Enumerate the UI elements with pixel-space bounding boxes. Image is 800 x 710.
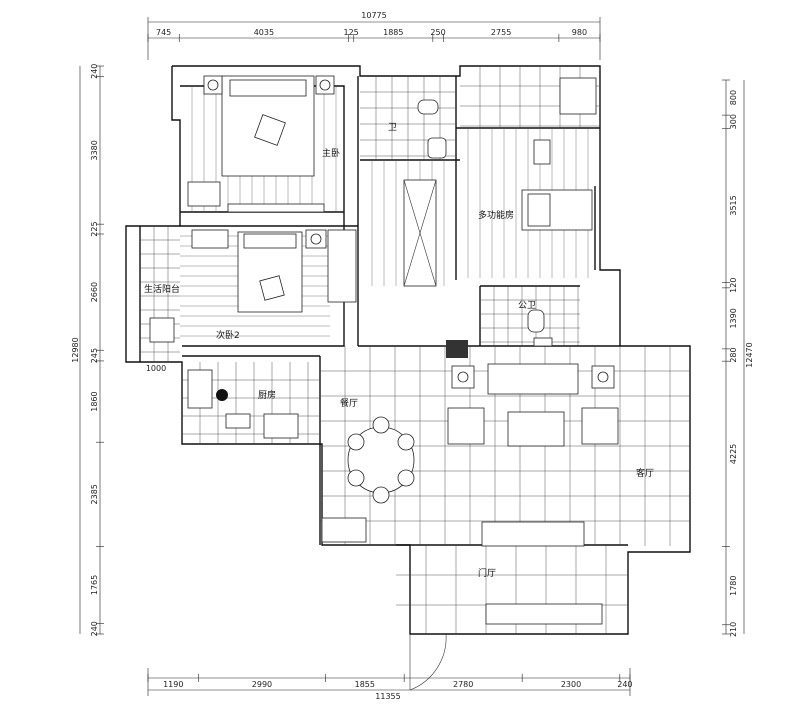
label-second-bedroom: 次卧2	[216, 329, 240, 341]
label-living: 客厅	[636, 467, 654, 479]
left-dimensions: 12980 240 3380 225 2660 245 1860 2385 1765 240 1…	[71, 64, 180, 636]
dim-bottom-5: 240	[617, 680, 632, 689]
dim-left-0: 240	[90, 64, 99, 79]
dim-top-6: 980	[572, 28, 587, 37]
dim-right-7: 1780	[729, 576, 738, 596]
label-study: 多功能房	[478, 209, 514, 221]
label-master-bedroom: 主卧	[322, 147, 340, 159]
dim-left-total: 12980	[71, 337, 80, 362]
furniture	[149, 75, 619, 691]
dim-left-7: 1765	[90, 575, 99, 595]
dim-top-3: 1885	[383, 28, 403, 37]
dim-top-total: 10775	[361, 11, 386, 20]
room-labels: 主卧 卫 多功能房 生活阳台 次卧2 公卫 厨房 餐厅 客厅 门厅	[144, 123, 654, 579]
dim-left-8: 240	[90, 621, 99, 636]
dim-right-3: 120	[729, 278, 738, 293]
dim-top-0: 745	[156, 28, 171, 37]
dim-left-extra: 1000	[146, 364, 166, 373]
label-balcony: 生活阳台	[144, 283, 180, 295]
dim-bottom-4: 2300	[561, 680, 581, 689]
dim-left-5: 1860	[90, 391, 99, 411]
dim-left-6: 2385	[90, 484, 99, 504]
dim-right-total: 12470	[745, 342, 754, 367]
dim-bottom-0: 1190	[163, 680, 183, 689]
dim-top-2: 125	[343, 28, 358, 37]
dim-right-2: 3515	[729, 195, 738, 215]
dim-top-5: 2755	[491, 28, 511, 37]
dim-bottom-2: 1855	[355, 680, 375, 689]
label-dining: 餐厅	[340, 397, 358, 409]
dim-right-4: 1390	[729, 308, 738, 328]
dim-left-3: 2660	[90, 282, 99, 302]
label-kitchen: 厨房	[258, 389, 276, 401]
top-dimensions: 10775 745 4035 125 1885 250 2755 980	[147, 11, 601, 60]
dim-bottom-1: 2990	[252, 680, 272, 689]
dim-right-1: 300	[729, 114, 738, 129]
dim-left-1: 3380	[90, 140, 99, 160]
label-guest-bath: 卫	[388, 123, 397, 133]
dim-bottom-total: 11355	[375, 692, 400, 701]
dim-left-2: 225	[90, 221, 99, 236]
dim-right-8: 210	[729, 622, 738, 637]
dim-top-1: 4035	[254, 28, 274, 37]
right-dimensions: 12470 800 300 3515 120 1390 280 4225 1780 210	[722, 79, 754, 637]
label-public-bath: 公卫	[518, 300, 536, 311]
label-foyer: 门厅	[478, 567, 496, 579]
dim-bottom-3: 2780	[453, 680, 473, 689]
dim-right-0: 800	[729, 90, 738, 105]
bottom-dimensions: 11355 1190 2990 1855 2780 2300 240	[147, 668, 633, 701]
dim-top-4: 250	[430, 28, 445, 37]
dim-right-5: 280	[729, 347, 738, 362]
dim-left-4: 245	[90, 348, 99, 363]
dim-right-6: 4225	[729, 444, 738, 464]
